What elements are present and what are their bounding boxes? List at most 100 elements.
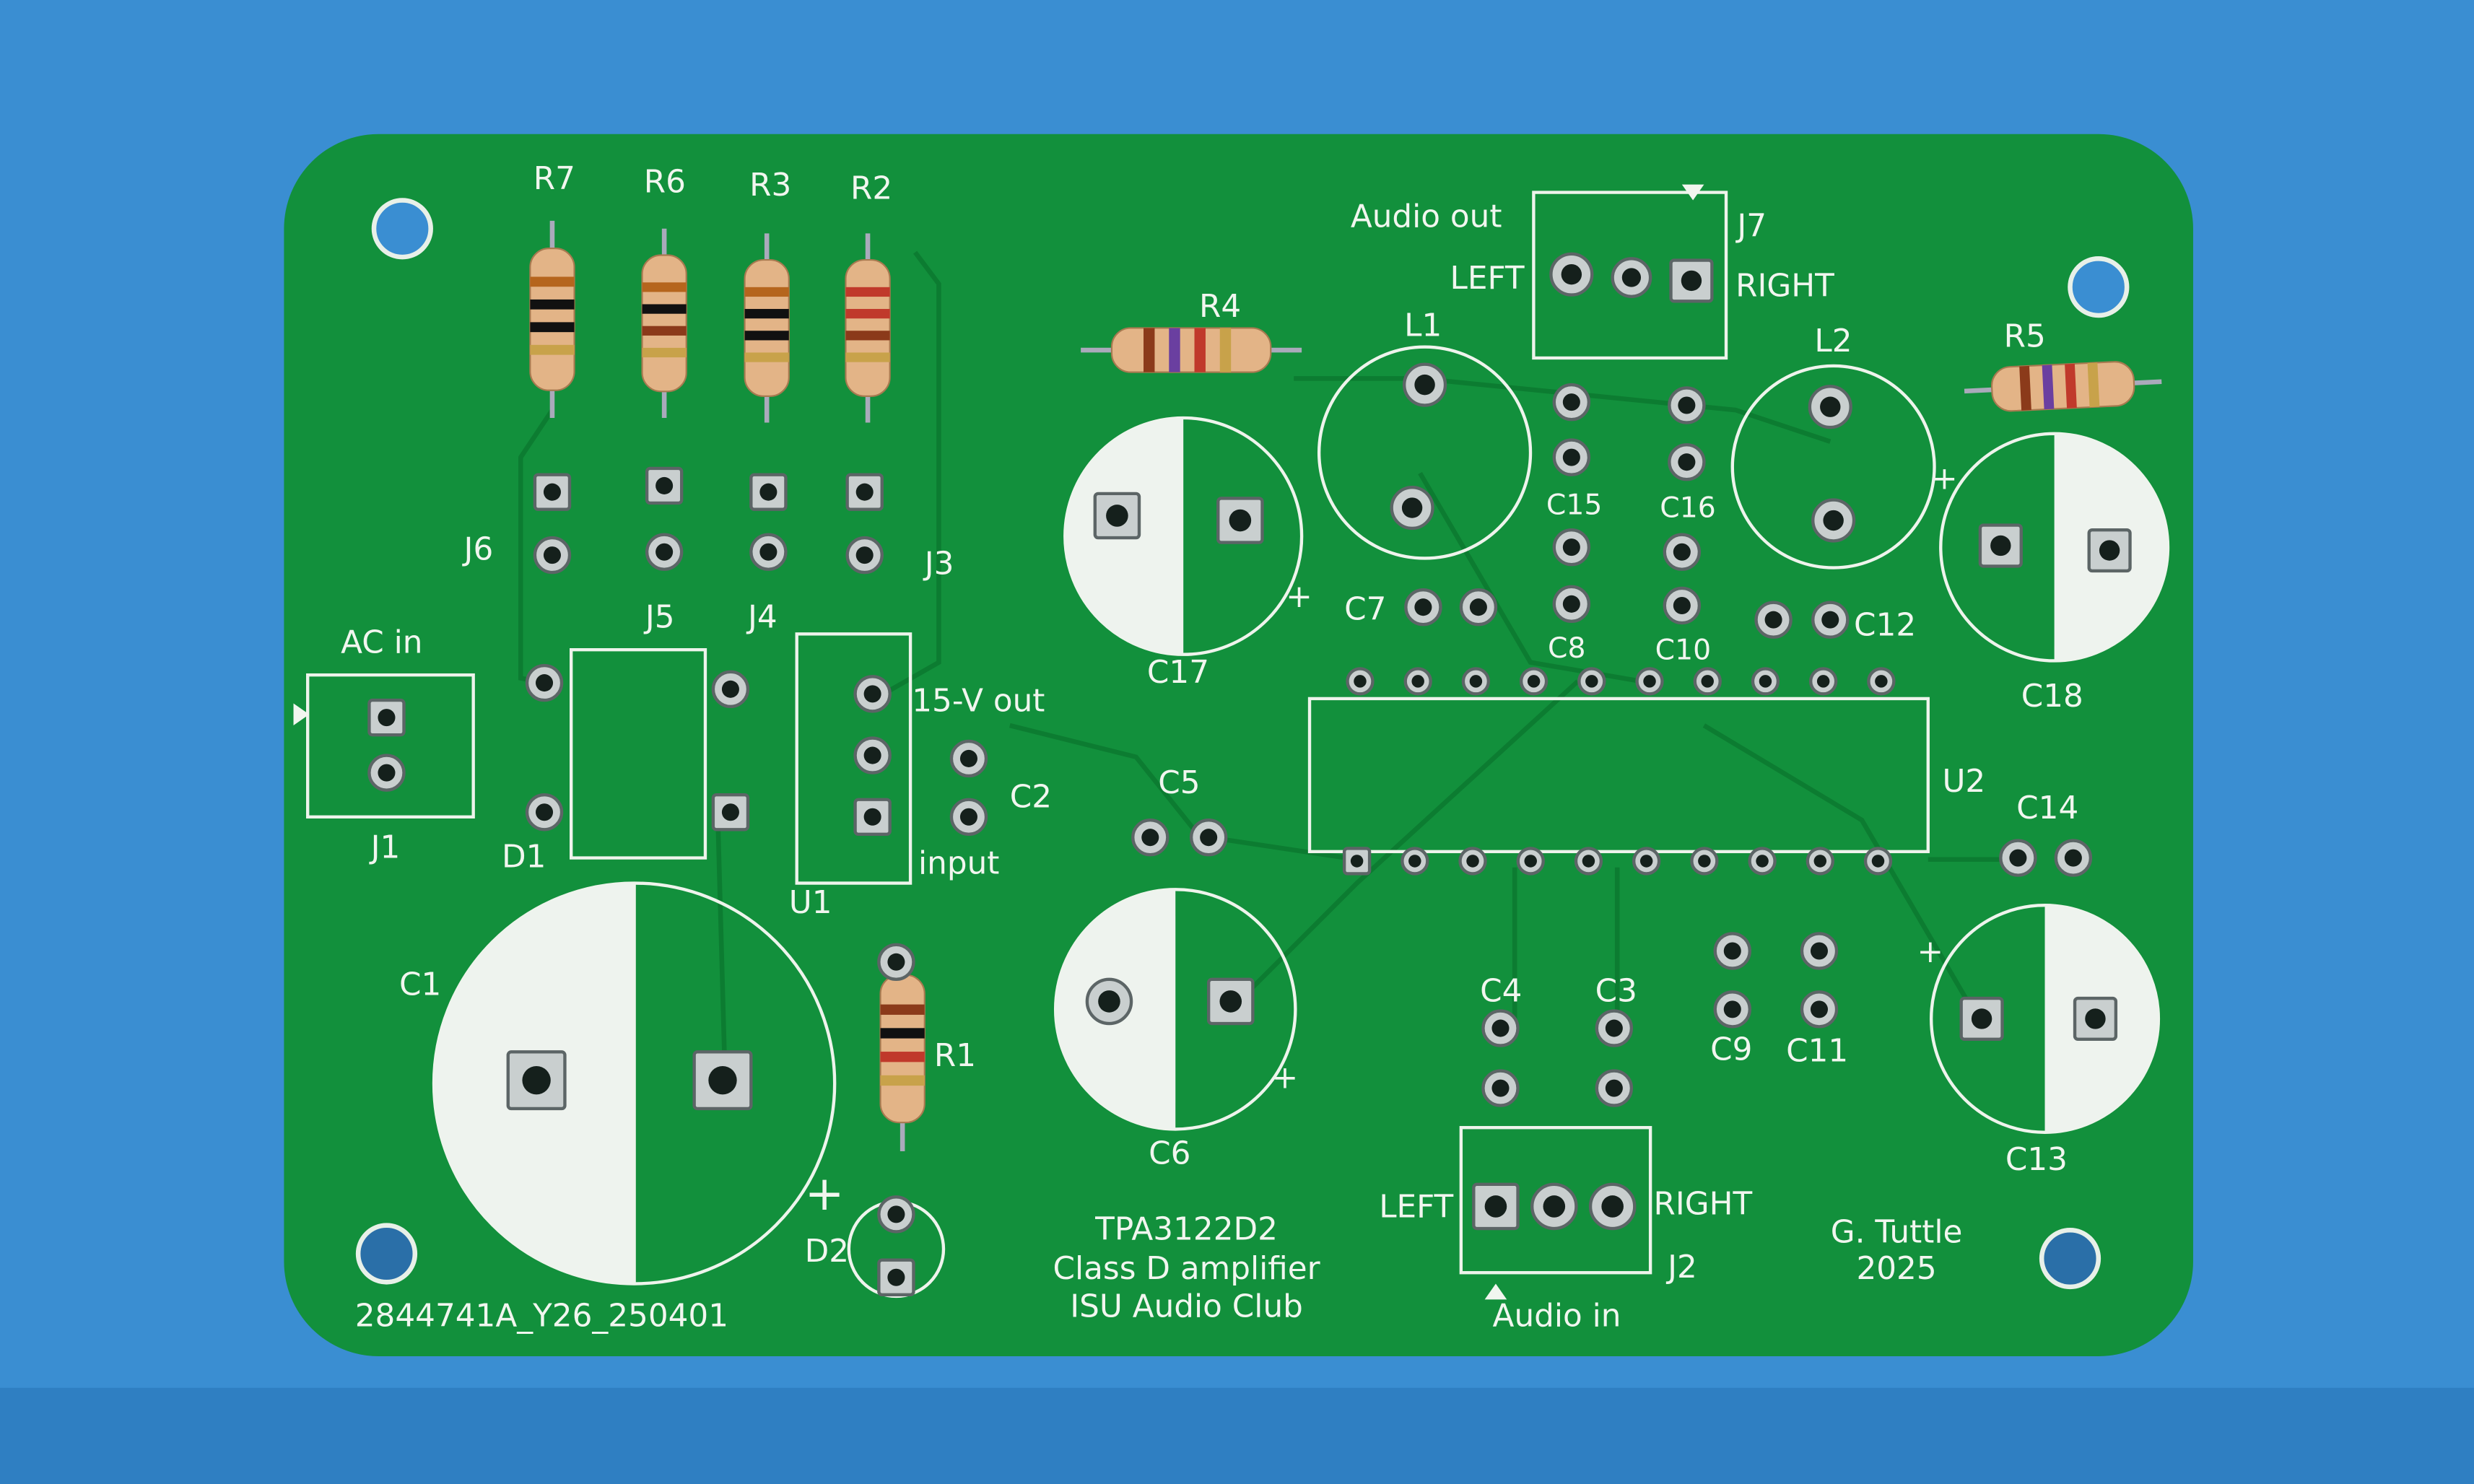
solder-pad	[877, 1195, 915, 1234]
board-title-line-1: TPA3122D2	[1094, 1210, 1278, 1247]
resistor-r6	[641, 228, 687, 419]
solder-pad	[1402, 362, 1447, 407]
solder-pad	[533, 473, 572, 511]
silkscreen-outlines	[306, 191, 1930, 1298]
d1-bridge-outline	[569, 647, 707, 860]
label-c12: C12	[1854, 607, 1916, 644]
label-ac-in: AC in	[341, 624, 422, 661]
solder-pad	[711, 793, 750, 832]
label-right-out: RIGHT	[1735, 268, 1834, 305]
solder-pad	[1978, 523, 2023, 568]
label-r5: R5	[2004, 318, 2046, 355]
solder-pad	[1401, 847, 1429, 876]
label-j2: J2	[1665, 1249, 1697, 1286]
mounting-hole	[371, 198, 433, 260]
label-c11: C11	[1786, 1032, 1848, 1069]
solder-pad	[1635, 667, 1664, 696]
solder-pad	[525, 793, 564, 832]
solder-pad	[525, 663, 564, 702]
label-d1: D1	[502, 839, 546, 876]
label-right-in: RIGHT	[1653, 1185, 1752, 1222]
mat-edge	[0, 1387, 2474, 1484]
label-u2: U2	[1942, 763, 1985, 800]
label-c5: C5	[1158, 764, 1200, 801]
solder-pad	[1403, 667, 1432, 696]
label-d2: D2	[805, 1233, 849, 1270]
pcb-board	[284, 134, 2193, 1357]
label-r3: R3	[749, 167, 791, 204]
solder-pad	[1800, 990, 1839, 1029]
solder-pad	[1806, 847, 1834, 876]
label-c3: C3	[1595, 972, 1637, 1009]
solder-pad	[692, 1050, 753, 1111]
label-j1: J1	[369, 829, 401, 866]
label-c15: C15	[1546, 488, 1603, 521]
solder-pad	[1713, 932, 1752, 970]
label-c7: C7	[1344, 591, 1386, 628]
solder-pad	[1458, 847, 1487, 876]
solder-pad	[2073, 996, 2118, 1042]
board-year: 2025	[1856, 1250, 1936, 1287]
solder-pad	[2054, 839, 2093, 877]
solder-pad	[1611, 257, 1652, 298]
resistor-r3	[744, 233, 790, 423]
solder-pad	[1595, 1009, 1634, 1047]
solder-pad	[1481, 1069, 1520, 1107]
label-c1: C1	[399, 966, 441, 1003]
solder-pad	[1574, 847, 1603, 876]
label-r6: R6	[644, 164, 686, 201]
inductor-l2-outline	[1730, 364, 1936, 569]
solder-pad	[1472, 1182, 1520, 1231]
label-l1: L1	[1404, 307, 1442, 344]
solder-pad	[1519, 667, 1549, 696]
label-c6: C6	[1149, 1135, 1190, 1171]
solder-pad	[949, 739, 988, 778]
polarity-plus-c6: +	[1272, 1060, 1299, 1096]
resistor-r2	[845, 233, 891, 423]
solder-pad	[1461, 667, 1491, 696]
label-c10: C10	[1655, 633, 1712, 666]
solder-pad	[1552, 585, 1591, 624]
polarity-plus-c18: +	[1931, 460, 1958, 497]
solder-pad	[645, 533, 684, 571]
solder-pad	[1751, 667, 1780, 696]
label-l2: L2	[1814, 323, 1852, 359]
u2-outline	[1307, 697, 1930, 854]
solder-pad	[1390, 485, 1434, 531]
polarity-plus-c17: +	[1286, 578, 1312, 615]
label-r4: R4	[1199, 288, 1241, 325]
resistor-r5	[1964, 361, 2162, 412]
solder-pad	[1481, 1009, 1520, 1047]
label-j6: J6	[462, 531, 494, 568]
solder-pad	[1131, 818, 1170, 857]
label-left-out: LEFT	[1450, 260, 1525, 297]
resistor-r4	[1081, 327, 1302, 373]
solder-pad	[877, 1258, 915, 1296]
solder-pad	[645, 466, 684, 505]
solder-pad	[1530, 1182, 1578, 1231]
mounting-holes	[355, 198, 2130, 1290]
board-author: G. Tuttle	[1831, 1214, 1963, 1251]
solder-pad	[1811, 601, 1850, 639]
solder-pad	[845, 473, 884, 511]
label-j7: J7	[1735, 208, 1767, 245]
solder-pad	[1959, 996, 2004, 1042]
solder-pad	[845, 536, 884, 575]
label-15v-out: 15-V out	[912, 682, 1045, 719]
solder-pad	[1808, 385, 1852, 429]
pin1-marker-j7	[1681, 184, 1704, 201]
solder-pad	[853, 675, 892, 713]
label-c18: C18	[2021, 678, 2083, 715]
board-title-line-2: Class D amplifier	[1053, 1250, 1320, 1287]
polarity-plus-c13: +	[1917, 933, 1943, 970]
board-serial: 2844741A_Y26_250401	[355, 1298, 728, 1335]
label-c13: C13	[2005, 1141, 2068, 1178]
solder-pad	[1713, 990, 1752, 1029]
pads	[367, 252, 2132, 1296]
solder-pad	[1668, 386, 1706, 424]
solder-pad	[1748, 847, 1777, 876]
solder-pad	[506, 1050, 567, 1111]
mounting-hole	[2039, 1227, 2101, 1290]
mounting-hole	[355, 1223, 418, 1285]
